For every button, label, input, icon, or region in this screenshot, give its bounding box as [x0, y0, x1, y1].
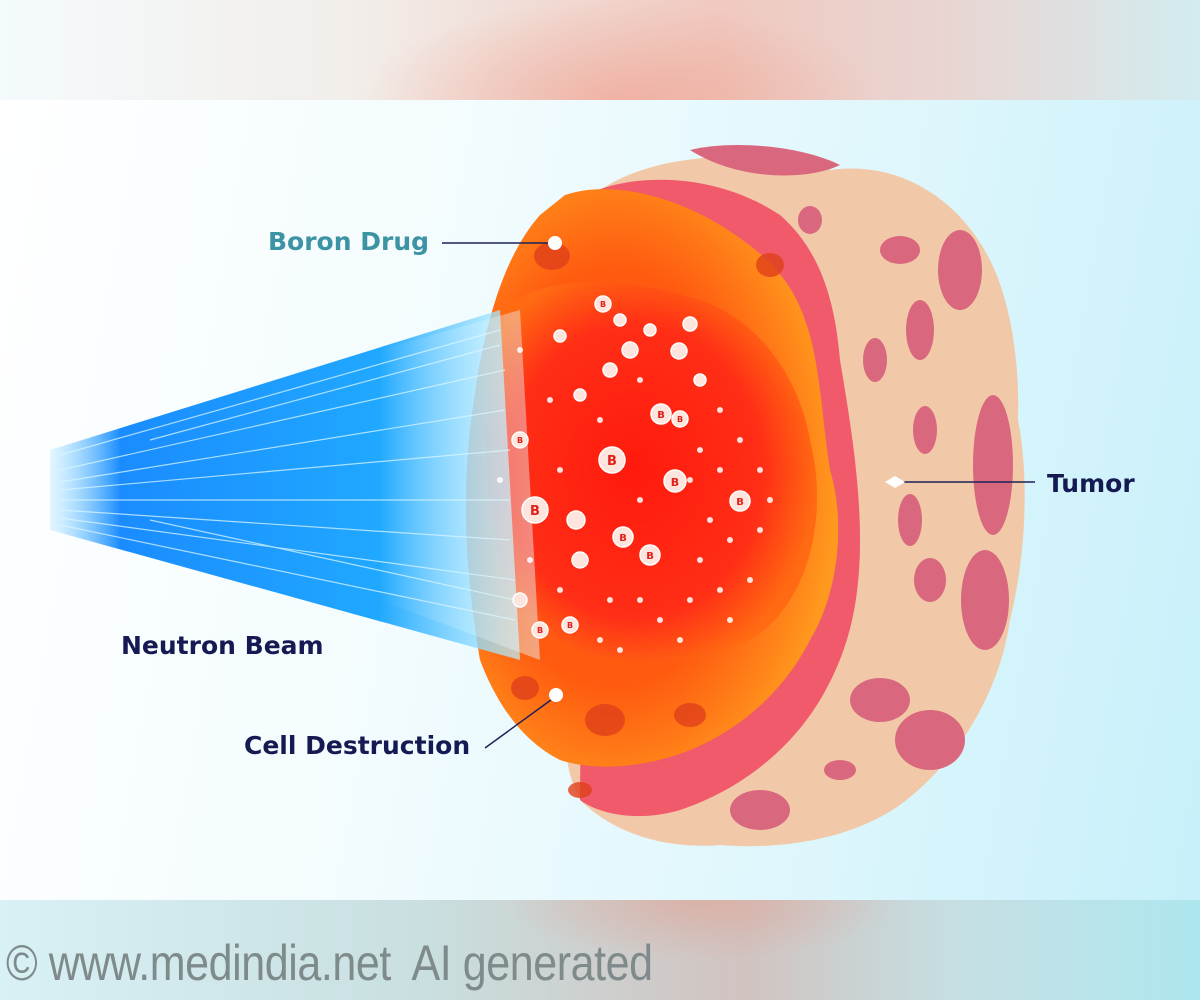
svg-text:B: B — [646, 551, 654, 562]
svg-text:B: B — [677, 415, 683, 424]
svg-text:B: B — [530, 504, 540, 519]
bottom-gradient-band — [0, 900, 1200, 1000]
tumor-body — [465, 145, 1025, 847]
svg-text:B: B — [736, 497, 744, 508]
callout-dots — [548, 236, 905, 702]
top-gradient-band — [0, 0, 1200, 100]
svg-text:B: B — [607, 454, 617, 469]
svg-text:B: B — [537, 626, 543, 635]
svg-text:B: B — [600, 300, 606, 309]
neutron-beam — [50, 310, 540, 660]
callout-lines — [442, 242, 1035, 749]
label-tumor: Tumor — [1047, 469, 1135, 498]
svg-text:B: B — [671, 476, 679, 489]
tumor-vessels — [690, 145, 1013, 830]
svg-text:B: B — [517, 436, 523, 445]
svg-text:B: B — [567, 621, 573, 630]
svg-text:B: B — [657, 410, 665, 421]
rim-cells — [511, 242, 784, 798]
label-neutron-beam: Neutron Beam — [121, 631, 324, 660]
label-boron-drug: Boron Drug — [268, 227, 430, 256]
label-cell-destruction: Cell Destruction — [244, 731, 471, 760]
boron-particles: B B B B B B B B B B B B — [497, 295, 773, 653]
copyright-watermark: © www.medindia.net AI generated — [6, 935, 653, 991]
svg-text:B: B — [619, 533, 627, 544]
bnct-diagram: B B B B B B B B B B B B — [50, 145, 1035, 847]
